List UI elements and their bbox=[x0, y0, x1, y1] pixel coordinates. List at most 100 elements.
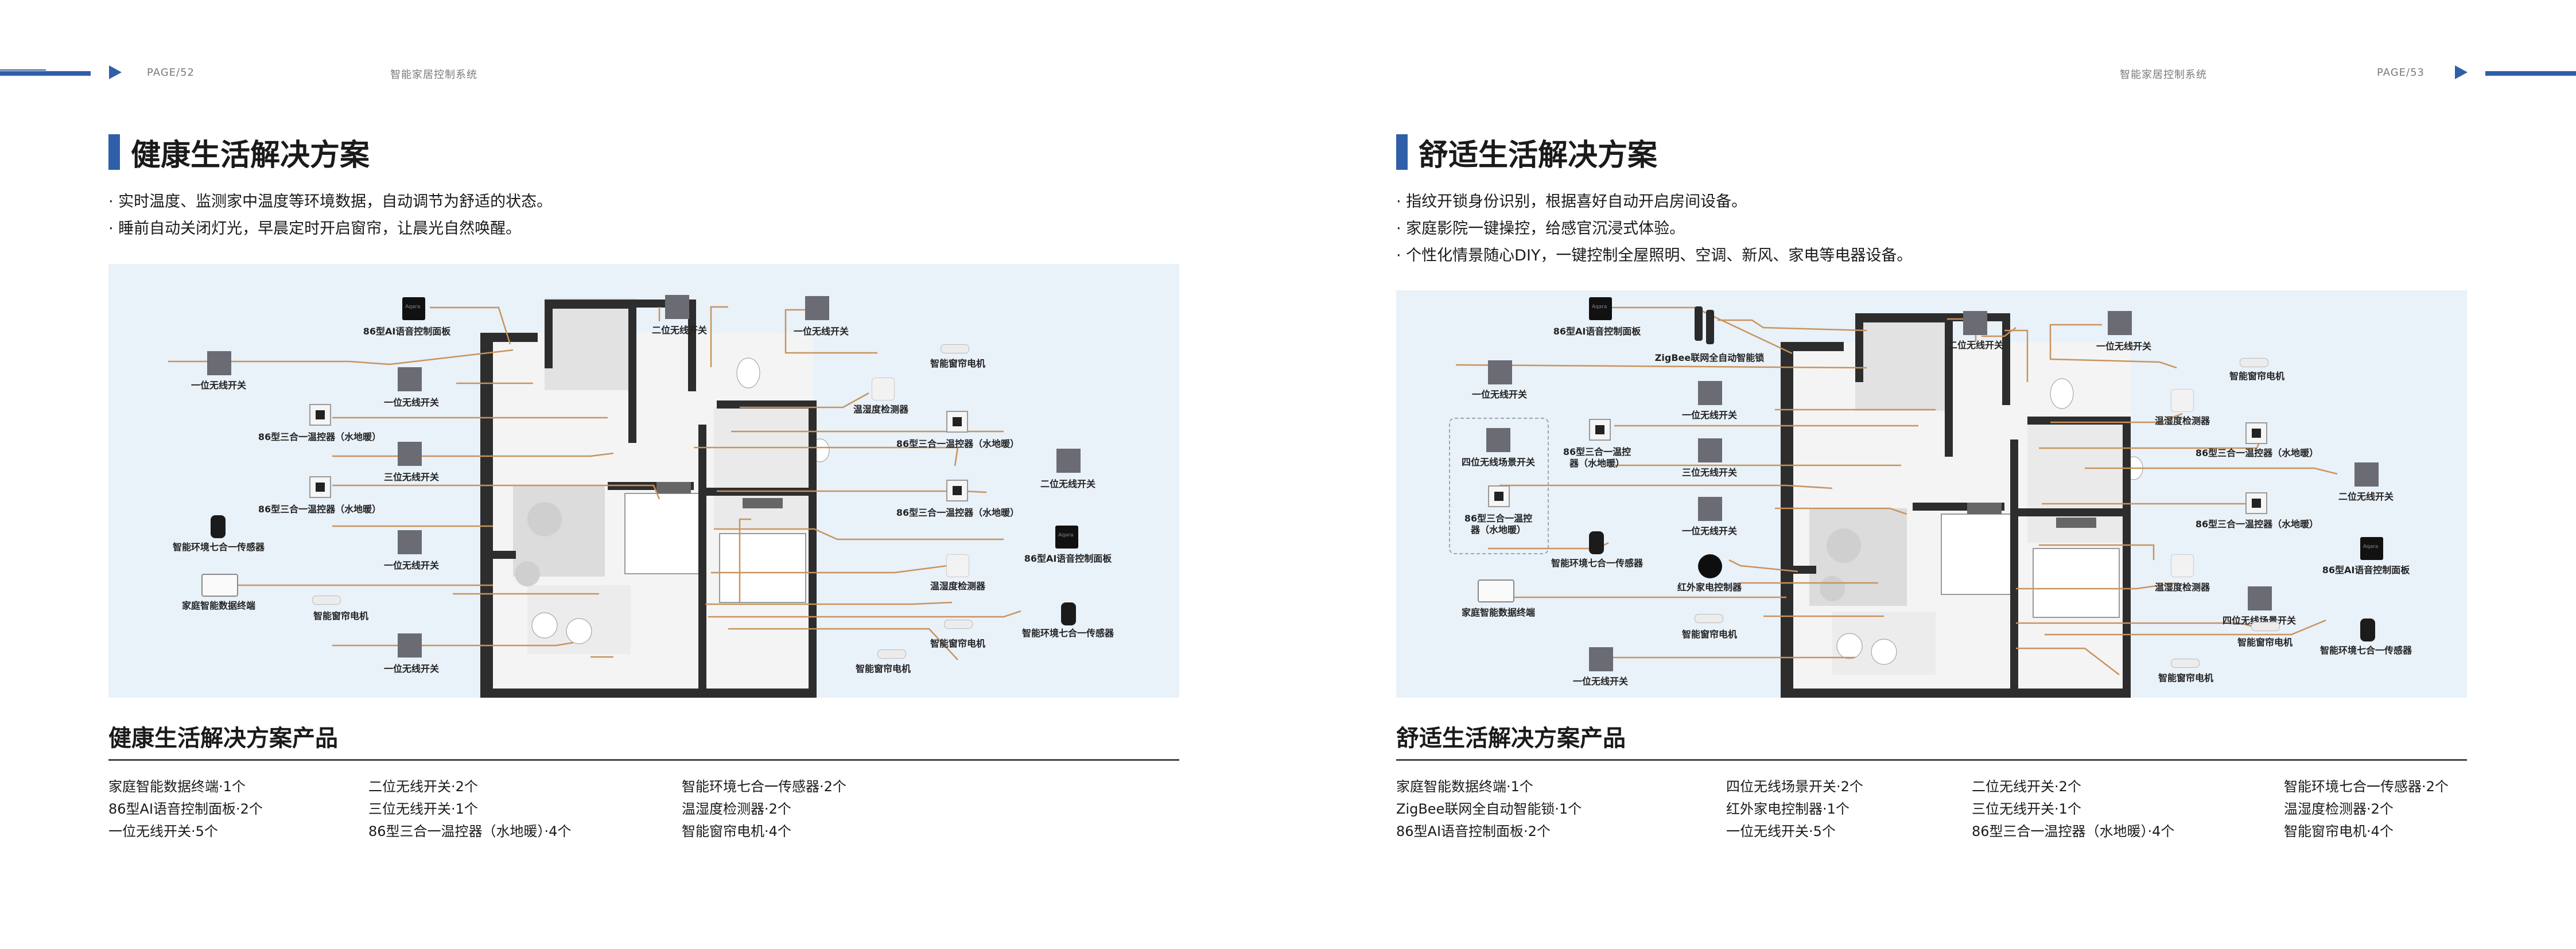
switch-icon bbox=[398, 633, 422, 658]
right-products-col4: 智能环境七合一传感器·2个 温湿度检测器·2个 智能窗帘电机·4个 bbox=[2284, 776, 2449, 843]
label-th-sensor-r: 温湿度检测器 bbox=[853, 404, 909, 415]
label-motor-r: 智能窗帘电机 bbox=[930, 638, 986, 649]
right-bullets: · 指纹开锁身份识别，根据喜好自动开启房间设备。 · 家庭影院一键操控，给感官沉… bbox=[1396, 188, 1912, 269]
right-page-number: PAGE/53 bbox=[2377, 67, 2425, 79]
switch-icon bbox=[1488, 360, 1512, 384]
right-header-bar bbox=[2485, 71, 2576, 76]
label-switch2-top: 二位无线开关 bbox=[1948, 340, 2004, 351]
switch-icon bbox=[2108, 311, 2132, 335]
sensor-icon bbox=[1589, 531, 1604, 554]
label-ctrl-b: 86型三合一温控器（水地暖） bbox=[258, 504, 382, 515]
label-motor-top: 智能窗帘电机 bbox=[2229, 371, 2285, 382]
list-item: 二位无线开关·2个 bbox=[1972, 779, 2081, 795]
smart-lock-icon bbox=[1706, 310, 1714, 344]
label-motor-bottom: 智能窗帘电机 bbox=[2158, 672, 2214, 683]
bullet-item: · 指纹开锁身份识别，根据喜好自动开启房间设备。 bbox=[1396, 193, 1747, 211]
label-th-sensor: 温湿度检测器 bbox=[2154, 415, 2210, 426]
list-item: 智能环境七合一传感器·2个 bbox=[682, 779, 846, 795]
switch-icon bbox=[398, 442, 422, 466]
thermostat-icon bbox=[1589, 419, 1611, 441]
list-item: 智能环境七合一传感器·2个 bbox=[2284, 779, 2449, 795]
label-motor-bottom: 智能窗帘电机 bbox=[855, 663, 911, 674]
left-products-rule bbox=[108, 759, 1179, 761]
voice-panel-icon bbox=[1055, 526, 1078, 549]
sensor-icon bbox=[211, 515, 226, 538]
left-header-bar bbox=[0, 71, 91, 76]
list-item: 温湿度检测器·2个 bbox=[2284, 801, 2394, 817]
floorplan bbox=[1781, 313, 2143, 698]
thermostat-icon bbox=[309, 404, 331, 426]
left-page-number: PAGE/52 bbox=[147, 67, 195, 79]
floorplan bbox=[480, 298, 830, 698]
label-hub: 家庭智能数据终端 bbox=[181, 600, 256, 611]
left-floorplan-svg bbox=[168, 298, 1021, 698]
sensor-icon bbox=[2360, 619, 2375, 641]
thermostat-icon bbox=[2245, 422, 2267, 444]
right-products-col2: 四位无线场景开关·2个 红外家电控制器·1个 一位无线开关·5个 bbox=[1726, 776, 1863, 843]
label-switch1-bottom: 一位无线开关 bbox=[383, 663, 440, 674]
list-item: 红外家电控制器·1个 bbox=[1726, 801, 1850, 817]
right-products-col3: 二位无线开关·2个 三位无线开关·1个 86型三合一温控器（水地暖）·4个 bbox=[1972, 776, 2174, 843]
label-panel-r: 86型AI语音控制面板 bbox=[1024, 553, 1112, 564]
switch-icon bbox=[207, 351, 231, 375]
list-item: 一位无线开关·5个 bbox=[108, 823, 218, 839]
play-triangle-icon bbox=[2455, 65, 2468, 79]
bullet-item: · 实时温度、监测家中温度等环境数据，自动调节为舒适的状态。 bbox=[108, 193, 553, 211]
label-ir: 红外家电控制器 bbox=[1677, 582, 1742, 593]
switch-icon bbox=[398, 367, 422, 391]
label-ctrl-box: 86型三合一温控器（水地暖） bbox=[1464, 513, 1533, 535]
label-ctrl-l: 86型三合一温控器（水地暖） bbox=[1563, 446, 1631, 469]
list-item: 智能窗帘电机·4个 bbox=[2284, 823, 2394, 839]
right-page-title: 舒适生活解决方案 bbox=[1419, 138, 1658, 173]
label-env7-r: 智能环境七合一传感器 bbox=[1021, 628, 1114, 639]
label-switch3: 三位无线开关 bbox=[383, 472, 440, 483]
label-lock: ZigBee联网全自动智能锁 bbox=[1654, 352, 1765, 363]
label-panel-r: 86型AI语音控制面板 bbox=[2322, 565, 2410, 575]
label-switch1-left: 一位无线开关 bbox=[191, 380, 247, 391]
label-ctrl-a: 86型三合一温控器（水地暖） bbox=[258, 431, 382, 442]
label-hub: 家庭智能数据终端 bbox=[1461, 607, 1536, 618]
label-switch1-l3: 一位无线开关 bbox=[1681, 526, 1738, 536]
switch-icon bbox=[398, 530, 422, 554]
switch-icon bbox=[2354, 462, 2379, 487]
thermostat-icon bbox=[309, 476, 331, 498]
list-item: 四位无线场景开关·2个 bbox=[1726, 779, 1863, 795]
label-ctrl-r2: 86型三合一温控器（水地暖） bbox=[2195, 519, 2319, 530]
sensor-icon bbox=[2171, 389, 2194, 412]
right-floorplan-svg bbox=[1455, 306, 2338, 698]
right-title-accent bbox=[1396, 134, 1408, 170]
label-voice-panel: 86型AI语音控制面板 bbox=[1553, 326, 1641, 337]
ir-controller-icon bbox=[1698, 554, 1722, 578]
sensor-icon bbox=[1061, 602, 1076, 625]
label-ctrl-r2: 86型三合一温控器（水地暖） bbox=[896, 507, 1020, 518]
curtain-motor-icon bbox=[312, 596, 341, 605]
left-products-col2: 二位无线开关·2个 三位无线开关·1个 86型三合一温控器（水地暖）·4个 bbox=[368, 776, 571, 843]
curtain-motor-icon bbox=[2251, 622, 2280, 631]
voice-panel-icon bbox=[2360, 537, 2383, 560]
list-item: 家庭智能数据终端·1个 bbox=[108, 779, 246, 795]
curtain-motor-icon bbox=[2240, 358, 2268, 367]
list-item: 86型AI语音控制面板·2个 bbox=[108, 801, 263, 817]
label-th-sensor2: 温湿度检测器 bbox=[2154, 582, 2210, 593]
voice-panel-icon bbox=[1589, 297, 1612, 320]
hub-icon bbox=[201, 574, 238, 597]
label-switch3: 三位无线开关 bbox=[1681, 467, 1738, 478]
curtain-motor-icon bbox=[877, 649, 906, 659]
label-env7-r: 智能环境七合一传感器 bbox=[2319, 645, 2412, 656]
switch-icon bbox=[1589, 647, 1613, 671]
scene-group-box bbox=[1449, 418, 1549, 554]
label-switch1-top: 一位无线开关 bbox=[2096, 341, 2152, 352]
switch-icon bbox=[2248, 586, 2272, 610]
left-header-line bbox=[0, 69, 46, 71]
right-section-label: 智能家居控制系统 bbox=[2120, 69, 2207, 81]
right-products-col1: 家庭智能数据终端·1个 ZigBee联网全自动智能锁·1个 86型AI语音控制面… bbox=[1396, 776, 1582, 843]
left-products-title: 健康生活解决方案产品 bbox=[108, 725, 338, 752]
play-triangle-icon bbox=[109, 65, 122, 79]
right-products-title: 舒适生活解决方案产品 bbox=[1396, 725, 1626, 752]
switch-icon bbox=[805, 296, 829, 320]
label-switch1-bottom: 一位无线开关 bbox=[1572, 676, 1629, 687]
label-switch2-top: 二位无线开关 bbox=[651, 325, 708, 336]
curtain-motor-icon bbox=[944, 620, 973, 629]
list-item: 家庭智能数据终端·1个 bbox=[1396, 779, 1533, 795]
switch-icon bbox=[1486, 428, 1510, 452]
